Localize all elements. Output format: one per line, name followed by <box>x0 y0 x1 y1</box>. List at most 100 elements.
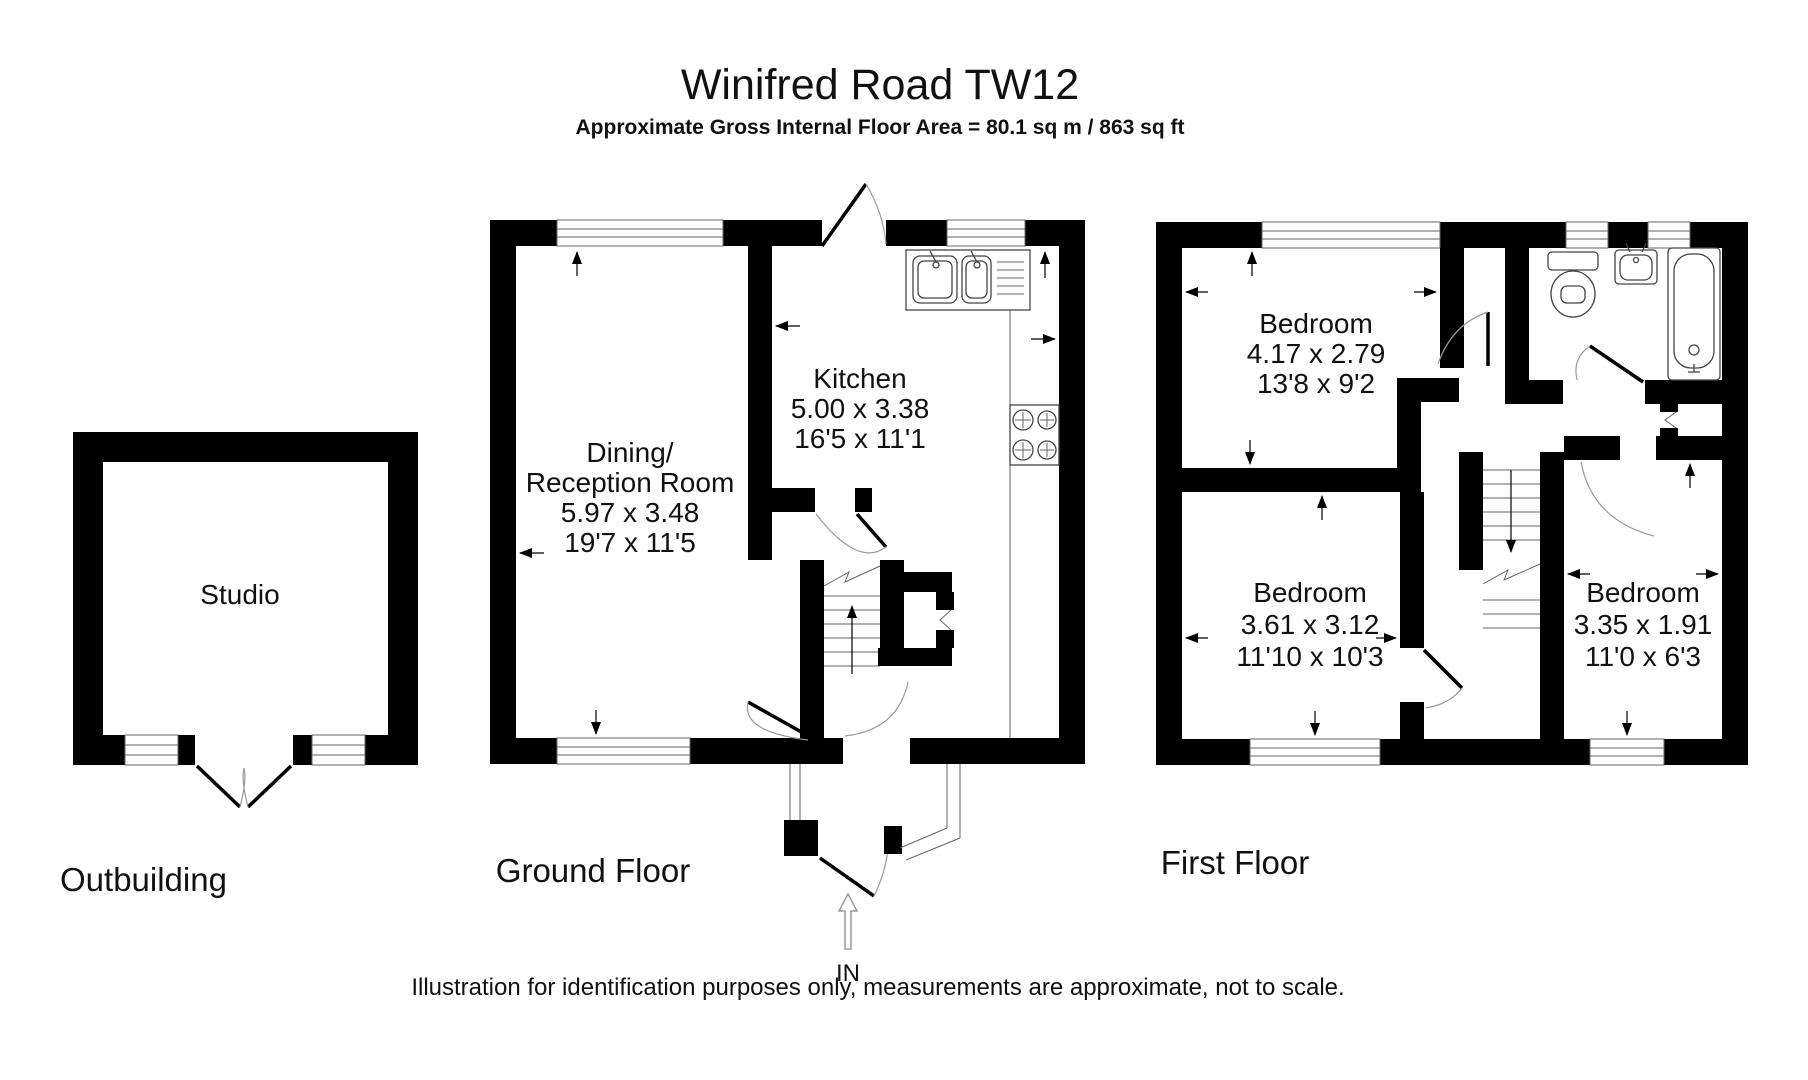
wall-segment <box>1690 222 1748 248</box>
wall-segment <box>73 432 103 765</box>
wall-segment <box>1459 452 1483 570</box>
room-label-bedroom-small: Bedroom 3.35 x 1.91 11'0 x 6'3 <box>1574 577 1713 672</box>
wall-segment <box>1645 380 1722 404</box>
cupboard <box>1660 404 1678 436</box>
wall-segment <box>1156 468 1420 492</box>
window <box>1261 221 1441 249</box>
wall-segment <box>1156 222 1262 248</box>
window <box>556 219 724 247</box>
wall-segment <box>1664 739 1748 765</box>
svg-text:3.61 x 3.12: 3.61 x 3.12 <box>1241 609 1380 640</box>
wall-segment <box>388 432 418 765</box>
wall-segment <box>1400 492 1424 648</box>
svg-text:Reception Room: Reception Room <box>526 467 735 498</box>
wall-segment <box>1025 220 1085 246</box>
svg-text:Kitchen: Kitchen <box>813 363 906 394</box>
room-label-kitchen: Kitchen 5.00 x 3.38 16'5 x 11'1 <box>791 363 930 454</box>
wall-segment <box>690 738 843 764</box>
ground-floor-plan: IN Dining/ Reception Room 5.97 x 3.48 19… <box>490 182 1085 987</box>
svg-text:Bedroom: Bedroom <box>1259 308 1373 339</box>
wall-segment <box>1397 378 1459 402</box>
floor-label-outbuilding: Outbuilding <box>60 861 227 898</box>
outbuilding-plan: Studio <box>73 432 418 809</box>
wall-segment <box>1156 222 1182 765</box>
wall-segment <box>1440 248 1464 368</box>
bathtub <box>1667 247 1721 381</box>
wall-segment <box>1564 436 1620 460</box>
window <box>1249 738 1381 766</box>
page-title: Winifred Road TW12 <box>681 61 1079 109</box>
wall-segment <box>1059 220 1085 764</box>
wall-segment <box>1380 739 1590 765</box>
wall-segment <box>748 246 772 560</box>
wall-segment <box>73 432 418 462</box>
room-label-bedroom-front: Bedroom 4.17 x 2.79 13'8 x 9'2 <box>1247 308 1386 399</box>
floor-label-ground: Ground Floor <box>496 852 690 889</box>
wall-segment <box>886 220 947 246</box>
wall-segment <box>748 488 815 512</box>
wall-segment <box>1440 222 1566 248</box>
svg-text:Dining/: Dining/ <box>586 437 673 468</box>
first-floor-plan: Bedroom 4.17 x 2.79 13'8 x 9'2 Bedroom 3… <box>1156 221 1748 766</box>
wall-segment <box>490 738 557 764</box>
window <box>1589 738 1665 766</box>
wall-segment <box>293 735 312 765</box>
closet <box>878 572 954 666</box>
floor-label-first: First Floor <box>1161 844 1310 881</box>
wall-segment <box>1400 702 1424 739</box>
wall-segment <box>73 735 125 765</box>
svg-text:5.97 x 3.48: 5.97 x 3.48 <box>561 497 700 528</box>
room-label-bedroom-rear: Bedroom 3.61 x 3.12 11'10 x 10'3 <box>1236 577 1383 672</box>
stove <box>1009 404 1060 466</box>
toilet <box>1547 251 1599 318</box>
wall-segment <box>855 488 872 512</box>
wall-segment <box>723 220 822 246</box>
door <box>746 700 813 741</box>
wall-segment <box>1156 739 1250 765</box>
svg-text:Bedroom: Bedroom <box>1586 577 1700 608</box>
wall-segment <box>1540 452 1564 739</box>
wall-segment <box>1397 402 1421 492</box>
svg-text:4.17 x 2.79: 4.17 x 2.79 <box>1247 338 1386 369</box>
wall-segment <box>1505 248 1529 380</box>
room-label-studio: Studio <box>200 579 279 610</box>
door <box>1422 648 1464 709</box>
svg-text:Bedroom: Bedroom <box>1253 577 1367 608</box>
entrance-porch <box>784 764 961 898</box>
door <box>815 512 888 554</box>
wall-segment <box>1608 222 1648 248</box>
wall-segment <box>178 735 195 765</box>
wall-segment <box>365 735 418 765</box>
dimension-arrows-first <box>1185 251 1719 736</box>
entrance-label: IN <box>836 960 860 987</box>
back-door <box>820 182 887 248</box>
window <box>556 737 691 765</box>
entrance-in-arrow <box>837 892 859 950</box>
wall-segment <box>1505 380 1563 404</box>
svg-text:19'7 x 11'5: 19'7 x 11'5 <box>564 527 696 558</box>
staircase <box>1482 469 1541 629</box>
wall-segment <box>1722 222 1748 765</box>
window <box>1565 221 1609 249</box>
wall-segment <box>490 220 557 246</box>
disclaimer-text: Illustration for identification purposes… <box>411 974 1344 1001</box>
svg-text:11'10 x 10'3: 11'10 x 10'3 <box>1236 641 1383 672</box>
page-subtitle: Approximate Gross Internal Floor Area = … <box>576 116 1185 139</box>
staircase <box>800 560 904 738</box>
window <box>1647 221 1691 249</box>
french-doors <box>195 764 293 809</box>
svg-text:3.35 x 1.91: 3.35 x 1.91 <box>1574 609 1713 640</box>
door-swing <box>1580 461 1655 537</box>
door-swing <box>844 681 909 737</box>
wall-segment <box>490 220 516 764</box>
window <box>946 219 1026 247</box>
svg-text:16'5 x 11'1: 16'5 x 11'1 <box>794 423 926 454</box>
svg-text:5.00 x 3.38: 5.00 x 3.38 <box>791 393 930 424</box>
room-label-dining: Dining/ Reception Room 5.97 x 3.48 19'7 … <box>526 437 735 558</box>
wash-basin <box>1614 242 1658 285</box>
svg-text:11'0 x 6'3: 11'0 x 6'3 <box>1585 641 1701 672</box>
door <box>1437 311 1490 366</box>
dimension-arrows-ground <box>519 251 1056 735</box>
